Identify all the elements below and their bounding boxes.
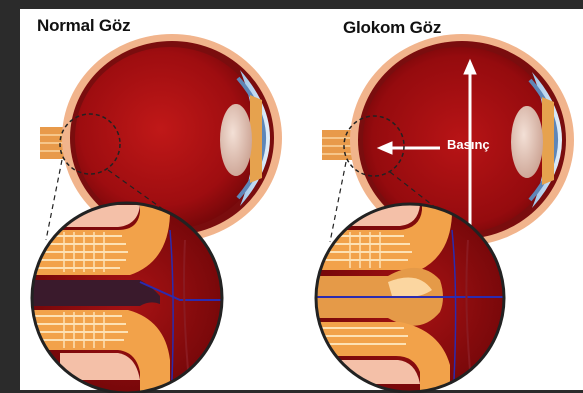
normal-eye-title: Normal Göz — [37, 16, 130, 36]
lens-normal — [220, 104, 252, 176]
lens-glaucoma — [511, 106, 543, 178]
glaucoma-eye-title: Glokom Göz — [343, 18, 441, 38]
pressure-label: Basınç — [447, 137, 490, 152]
